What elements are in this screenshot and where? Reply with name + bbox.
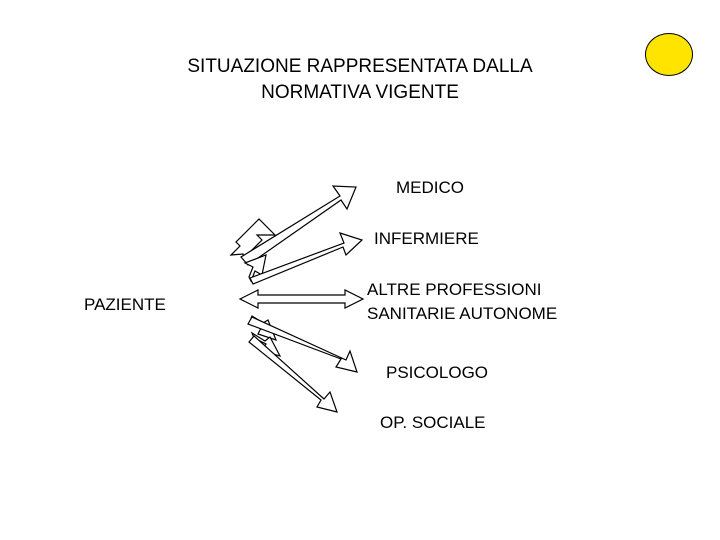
arrow-paziente-infermiere-shaft [249, 232, 364, 285]
node-medico: MEDICO [396, 178, 464, 197]
node-op-sociale: OP. SOCIALE [380, 413, 486, 432]
arrow-paziente-medico-shaft [240, 185, 357, 266]
arrow-paziente-opsociale [250, 331, 282, 357]
node-paziente: PAZIENTE [84, 295, 166, 314]
arrow-paziente-opsociale-shaft [248, 335, 338, 413]
arrow-paziente-psicologo-shaft [247, 316, 358, 373]
arrow-paziente-altre [238, 289, 365, 309]
node-altre-professioni: ALTRE PROFESSIONI SANITARIE AUTONOME [367, 280, 558, 323]
yellow-circle-icon [645, 33, 693, 76]
node-infermiere: INFERMIERE [374, 229, 479, 248]
node-psicologo: PSICOLOGO [386, 363, 489, 382]
arrow-paziente-medico [229, 218, 277, 260]
slide-title: SITUAZIONE RAPPRESENTATA DALLA NORMATIVA… [187, 56, 533, 103]
